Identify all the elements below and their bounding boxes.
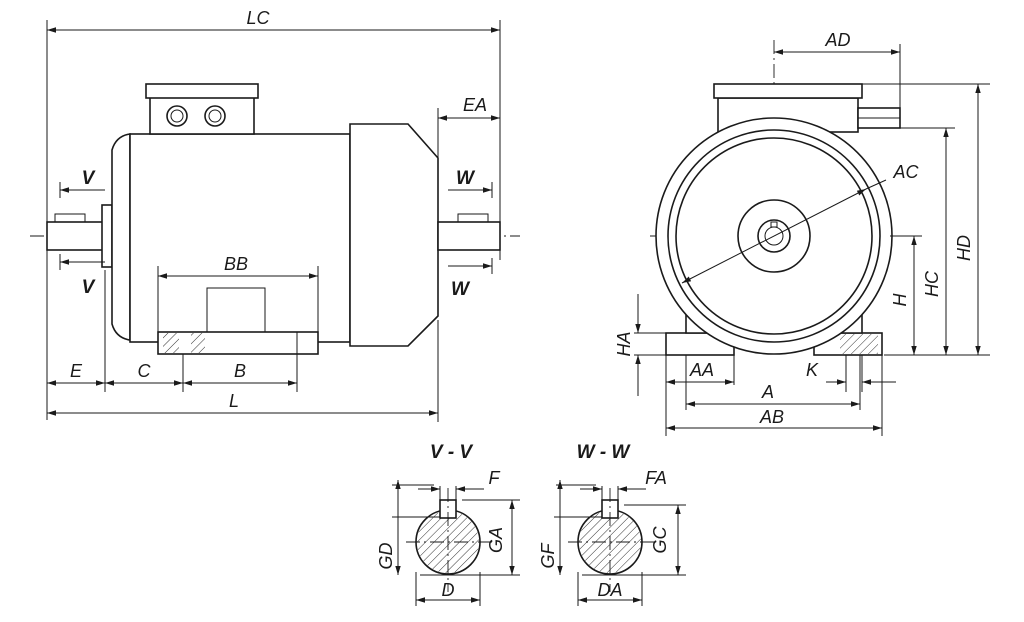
cable-gland-1: [166, 105, 188, 127]
terminal-box: [149, 95, 255, 135]
label-a: A: [761, 382, 774, 402]
side-view: LC EA V V W W BB E C B L: [30, 8, 520, 422]
label-ha: HA: [614, 331, 634, 356]
right-shaft: [437, 221, 501, 251]
section-ww: W - W FA GC GF DA: [538, 442, 686, 606]
label-h: H: [890, 293, 910, 307]
label-e: E: [70, 361, 83, 381]
label-k: K: [806, 360, 819, 380]
label-b: B: [234, 361, 246, 381]
fan-cover: [349, 123, 439, 347]
label-da: DA: [597, 580, 622, 600]
label-gd: GD: [376, 542, 396, 569]
motor-body: [129, 133, 351, 343]
label-ab: AB: [759, 407, 784, 427]
section-vv: V - V F GA GD D: [376, 442, 520, 606]
label-fa: FA: [645, 468, 667, 488]
label-w-bottom: W: [451, 279, 471, 300]
section-title-vv: V - V: [430, 442, 474, 463]
label-f: F: [489, 468, 501, 488]
label-bb: BB: [224, 254, 248, 274]
label-gf: GF: [538, 542, 558, 568]
label-gc: GC: [650, 525, 670, 553]
label-d: D: [442, 580, 455, 600]
label-v-top: V: [82, 168, 96, 189]
label-w-top: W: [456, 168, 476, 189]
label-hc: HC: [922, 270, 942, 297]
label-ac: AC: [892, 162, 919, 182]
label-lc: LC: [246, 8, 270, 28]
front-view: AD AC HD HC H HA AA K A AB: [614, 30, 990, 436]
label-ad: AD: [824, 30, 850, 50]
section-title-ww: W - W: [577, 442, 632, 463]
label-ga: GA: [486, 527, 506, 553]
motor-foot: [157, 331, 319, 355]
cable-gland-2: [204, 105, 226, 127]
label-ea: EA: [463, 95, 487, 115]
label-c: C: [138, 361, 152, 381]
left-shaft: [46, 221, 106, 251]
label-hd: HD: [954, 235, 974, 261]
label-l: L: [229, 391, 239, 411]
label-v-bottom: V: [82, 277, 96, 298]
label-aa: AA: [689, 360, 714, 380]
